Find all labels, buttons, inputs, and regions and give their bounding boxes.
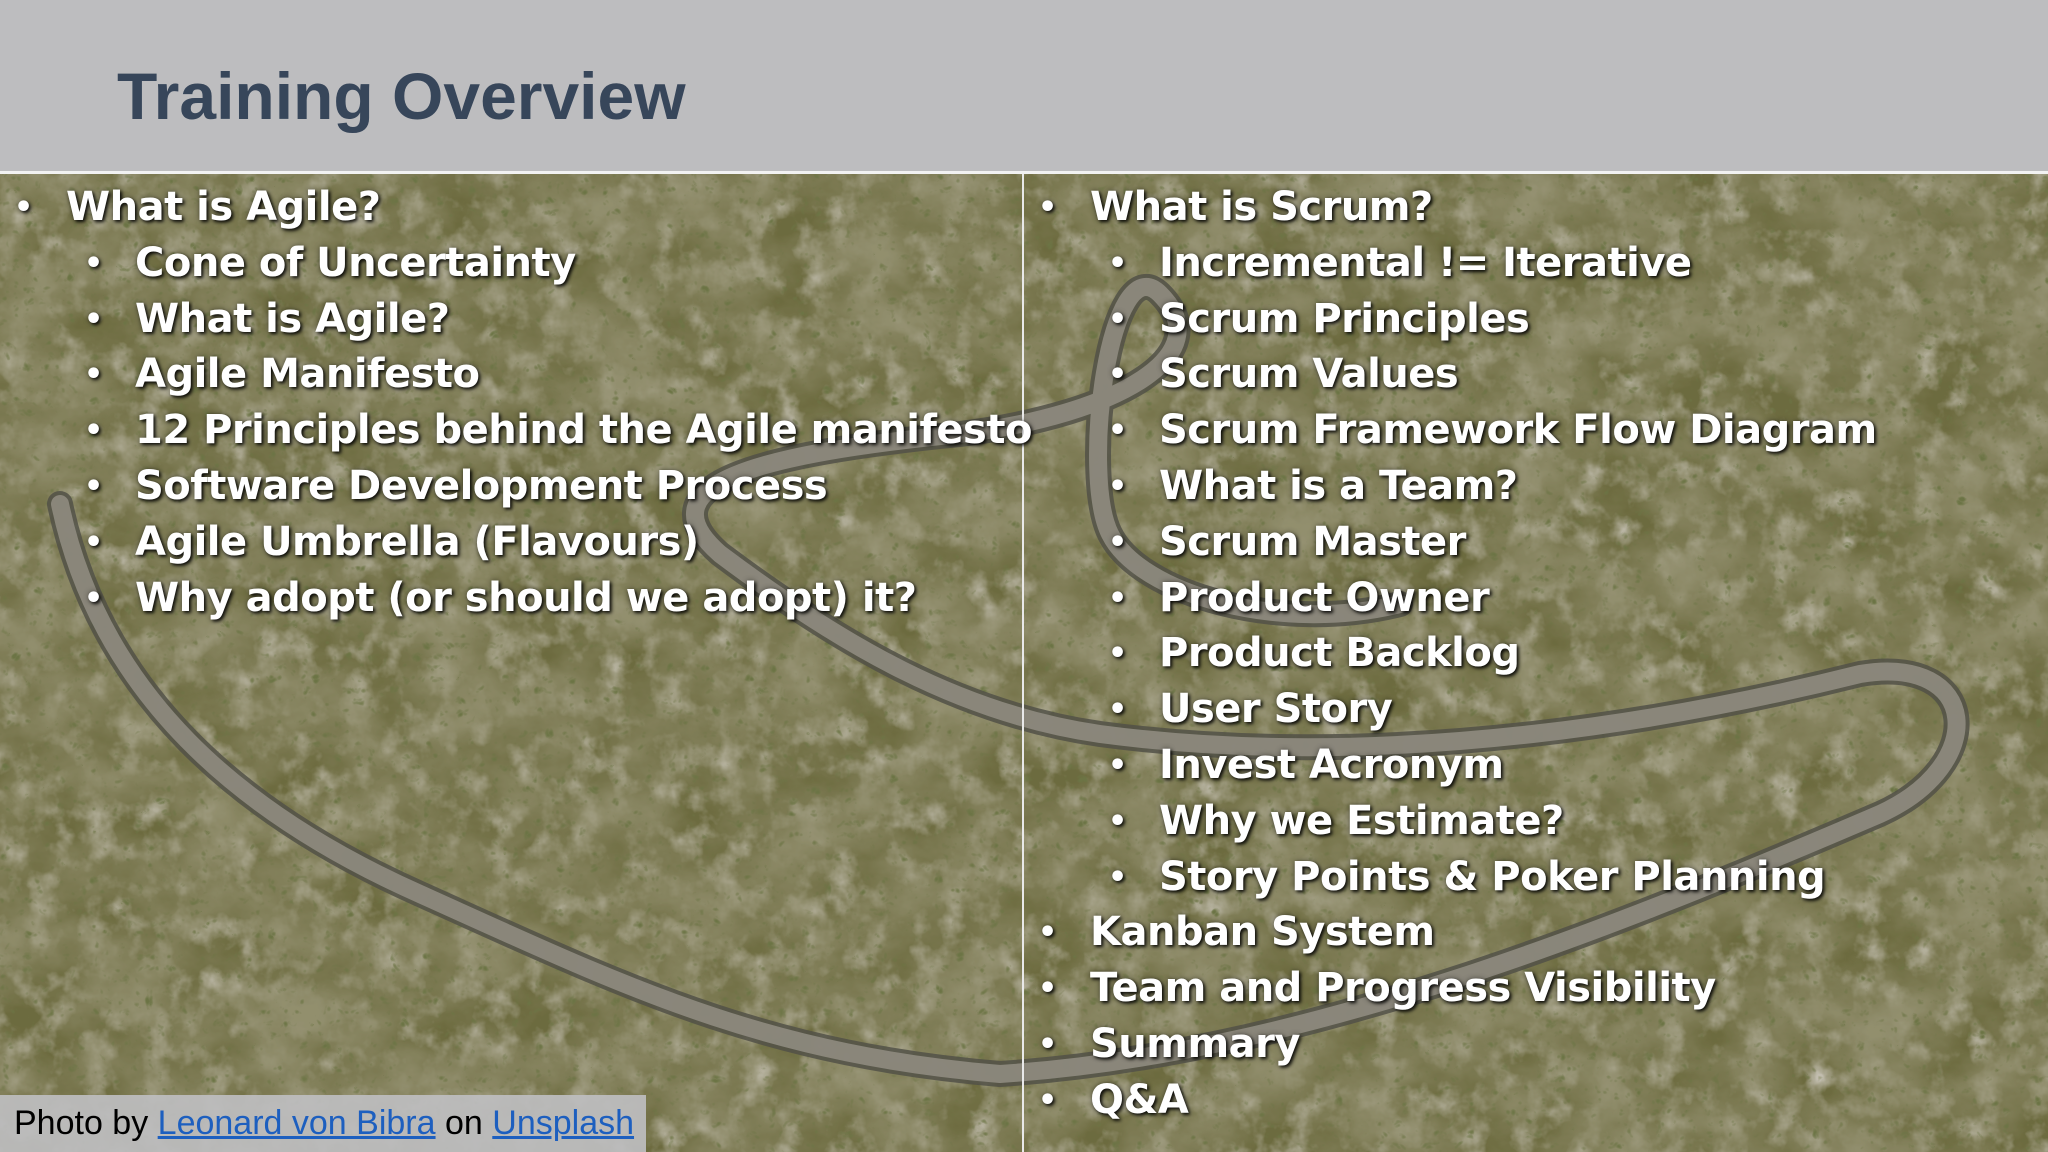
credit-middle: on [445, 1104, 483, 1142]
item-text: Summary [1090, 1020, 1300, 1067]
bullet-icon: • [1108, 636, 1127, 672]
item-text: Product Owner [1159, 574, 1490, 621]
subtopic-item: • Scrum Principles [1024, 292, 1877, 348]
subtopic-item: • Agile Manifesto [0, 347, 1032, 403]
item-text: Story Points & Poker Planning [1159, 853, 1826, 900]
item-text: User Story [1159, 686, 1393, 733]
item-text: Software Development Process [135, 462, 828, 509]
subtopic-item: • 12 Principles behind the Agile manifest… [0, 403, 1032, 459]
bullet-icon: • [84, 413, 103, 449]
item-text: Scrum Framework Flow Diagram [1159, 407, 1877, 454]
item-text: 12 Principles behind the Agile manifesto [135, 407, 1032, 454]
subtopic-item: • Product Backlog [1024, 626, 1877, 682]
topic-item: • Q&A [1024, 1073, 1877, 1129]
subtopic-item: • Scrum Values [1024, 347, 1877, 403]
item-text: Scrum Master [1159, 518, 1466, 565]
subtopic-item: • User Story [1024, 682, 1877, 738]
item-text: Q&A [1090, 1076, 1189, 1123]
bullet-icon: • [1108, 859, 1127, 895]
item-text: Agile Umbrella (Flavours) [135, 518, 699, 565]
subtopic-item: • Incremental != Iterative [1024, 236, 1877, 292]
bullet-icon: • [1108, 357, 1127, 393]
bullet-icon: • [1038, 1082, 1057, 1118]
bullet-icon: • [1108, 413, 1127, 449]
bullet-icon: • [1038, 971, 1057, 1007]
bullet-icon: • [84, 301, 103, 337]
topic-item: • Team and Progress Visibility [1024, 961, 1877, 1017]
bullet-icon: • [1038, 1026, 1057, 1062]
subtopic-item: • Why we Estimate? [1024, 794, 1877, 850]
topic-item: • What is Scrum? [1024, 180, 1877, 236]
bullet-icon: • [1108, 245, 1127, 281]
slide-title: Training Overview [117, 59, 686, 133]
subtopic-item: • Agile Umbrella (Flavours) [0, 515, 1032, 571]
bullet-icon: • [84, 357, 103, 393]
bullet-icon: • [1108, 524, 1127, 560]
subtopic-item: • Invest Acronym [1024, 738, 1877, 794]
item-text: Cone of Uncertainty [135, 239, 576, 286]
item-text: Product Backlog [1159, 630, 1520, 677]
item-text: Scrum Principles [1159, 295, 1530, 342]
item-text: Team and Progress Visibility [1090, 965, 1716, 1012]
bullet-icon: • [1108, 803, 1127, 839]
item-text: Invest Acronym [1159, 741, 1504, 788]
left-topic-list: • What is Agile? • Cone of Uncertainty • What… [0, 180, 1032, 626]
bullet-icon: • [14, 190, 33, 225]
slide-header: Training Overview [0, 0, 2048, 174]
bullet-icon: • [1108, 692, 1127, 728]
item-text: Why we Estimate? [1159, 797, 1564, 844]
item-text: What is a Team? [1159, 462, 1518, 509]
item-text: Scrum Values [1159, 351, 1459, 398]
subtopic-item: • Scrum Framework Flow Diagram [1024, 403, 1877, 459]
bullet-icon: • [84, 524, 103, 560]
credit-prefix: Photo by [14, 1104, 149, 1142]
item-text: What is Agile? [66, 184, 381, 230]
subtopic-item: • Product Owner [1024, 571, 1877, 627]
subtopic-item: • Software Development Process [0, 459, 1032, 515]
bullet-icon: • [84, 245, 103, 281]
bullet-icon: • [84, 580, 103, 616]
bullet-icon: • [1108, 468, 1127, 504]
bullet-icon: • [1108, 301, 1127, 337]
bullet-icon: • [1108, 580, 1127, 616]
unsplash-link[interactable]: Unsplash [492, 1104, 635, 1142]
bullet-icon: • [1038, 190, 1057, 225]
subtopic-item: • What is a Team? [1024, 459, 1877, 515]
item-text: What is Agile? [135, 295, 450, 342]
topic-item: • What is Agile? [0, 180, 1032, 236]
item-text: Kanban System [1090, 909, 1435, 956]
topic-item: • Kanban System [1024, 905, 1877, 961]
bullet-icon: • [1038, 915, 1057, 951]
photo-credit: Photo by Leonard von Bibra on Unsplash [0, 1095, 646, 1152]
background-photo [0, 174, 2048, 1152]
item-text: What is Scrum? [1090, 184, 1433, 230]
item-text: Incremental != Iterative [1159, 239, 1692, 286]
item-text: Agile Manifesto [135, 351, 480, 398]
item-text: Why adopt (or should we adopt) it? [135, 574, 917, 621]
bullet-icon: • [84, 468, 103, 504]
subtopic-item: • What is Agile? [0, 292, 1032, 348]
subtopic-item: • Cone of Uncertainty [0, 236, 1032, 292]
column-divider [1022, 174, 1024, 1152]
bullet-icon: • [1108, 747, 1127, 783]
topic-item: • Summary [1024, 1017, 1877, 1073]
subtopic-item: • Story Points & Poker Planning [1024, 850, 1877, 906]
author-link[interactable]: Leonard von Bibra [157, 1104, 436, 1142]
subtopic-item: • Why adopt (or should we adopt) it? [0, 571, 1032, 627]
subtopic-item: • Scrum Master [1024, 515, 1877, 571]
right-topic-list: • What is Scrum? • Incremental != Iterative… [1024, 180, 1877, 1129]
